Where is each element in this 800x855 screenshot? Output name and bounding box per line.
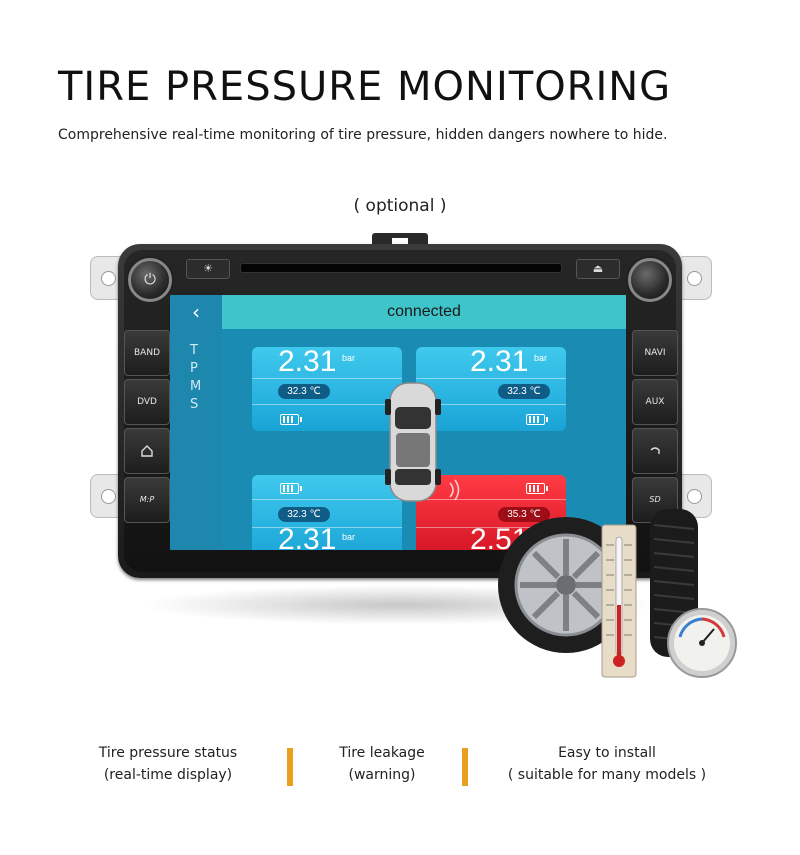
battery-icon [280,414,302,425]
eject-button[interactable]: ⏏ [576,259,620,279]
tire-card-front-right: 2.31 bar 32.3 ℃ [416,345,566,431]
pressure-unit: bar [342,532,356,542]
tpms-sidebar: T P M S [170,329,222,550]
feature-divider [462,748,468,786]
feature-divider [287,748,293,786]
tpms-screen: ‹ connected T P M S 2.31 bar 32.3 ℃ 2.31… [170,295,626,550]
signal-waves-icon [449,479,460,501]
navi-button[interactable]: NAVI [632,330,678,376]
page-title: TIRE PRESSURE MONITORING [58,64,672,110]
back-button[interactable] [632,428,678,474]
tire-accessories-illustration [498,509,737,678]
feature-title: Tire pressure status [98,745,238,761]
band-button[interactable]: BAND [124,330,170,376]
chevron-left-icon: ‹ [192,300,200,324]
eject-icon: ⏏ [592,262,604,275]
dvd-button[interactable]: DVD [124,379,170,425]
battery-icon [526,483,548,494]
page-subtitle: Comprehensive real-time monitoring of ti… [58,127,668,143]
tire-temperature: 32.3 ℃ [498,384,550,399]
battery-icon [280,483,302,494]
feature-note: (warning) [348,767,416,783]
mount-ear-bottom-right [676,474,712,518]
volume-knob[interactable] [628,258,672,302]
tire-pressure: 2.31 [470,345,529,378]
connection-status: connected [387,303,461,320]
tire-temperature: 32.3 ℃ [278,384,330,399]
tpms-letter: P [190,361,198,376]
aux-label: AUX [645,397,665,407]
tire-card-rear-left: 32.3 ℃ 2.31 bar [252,475,402,550]
tpms-body: 2.31 bar 32.3 ℃ 2.31 bar 32.3 ℃ 32.3 ℃ 2… [222,329,626,550]
brightness-button[interactable]: ☀ [186,259,230,279]
sd-icon: SD [649,495,661,504]
band-label: BAND [134,348,160,358]
home-button[interactable] [124,428,170,474]
map-button[interactable]: M:P [124,477,170,523]
pressure-unit: bar [342,353,356,363]
feature-note: (real-time display) [103,767,233,783]
tpms-letter: S [190,397,199,412]
home-icon [141,445,153,457]
feature-pressure-status: Tire pressure status (real-time display) [82,742,254,786]
tire-pressure: 2.31 [278,345,337,378]
pressure-unit: bar [534,353,548,363]
map-icon: M:P [139,495,155,504]
feature-title: Tire leakage [339,745,425,761]
feature-note: ( suitable for many models ) [507,767,707,783]
dvd-label: DVD [137,397,157,407]
screen-topbar: ‹ connected [170,295,626,329]
tpms-letter: T [190,343,198,358]
brightness-icon: ☀ [203,262,213,275]
battery-icon [526,414,548,425]
navi-label: NAVI [644,348,666,358]
feature-leakage: Tire leakage (warning) [322,742,442,786]
disc-slot [240,263,562,273]
tire-card-front-left: 2.31 bar 32.3 ℃ [252,345,402,431]
aux-button[interactable]: AUX [632,379,678,425]
back-icon [650,447,660,454]
power-icon: ⏻ [144,270,156,288]
screen-back-button[interactable]: ‹ [170,295,222,329]
feature-title: Easy to install [558,745,656,761]
tpms-letter: M [190,379,202,394]
feature-easy-install: Easy to install ( suitable for many mode… [502,742,712,786]
power-knob[interactable]: ⏻ [128,258,172,302]
optional-note: ( optional ) [353,196,447,216]
tire-temperature: 35.3 ℃ [498,507,550,522]
tire-pressure: 2.31 [278,523,337,550]
tire-temperature: 32.3 ℃ [278,507,330,522]
car-top-view-icon [385,382,441,502]
